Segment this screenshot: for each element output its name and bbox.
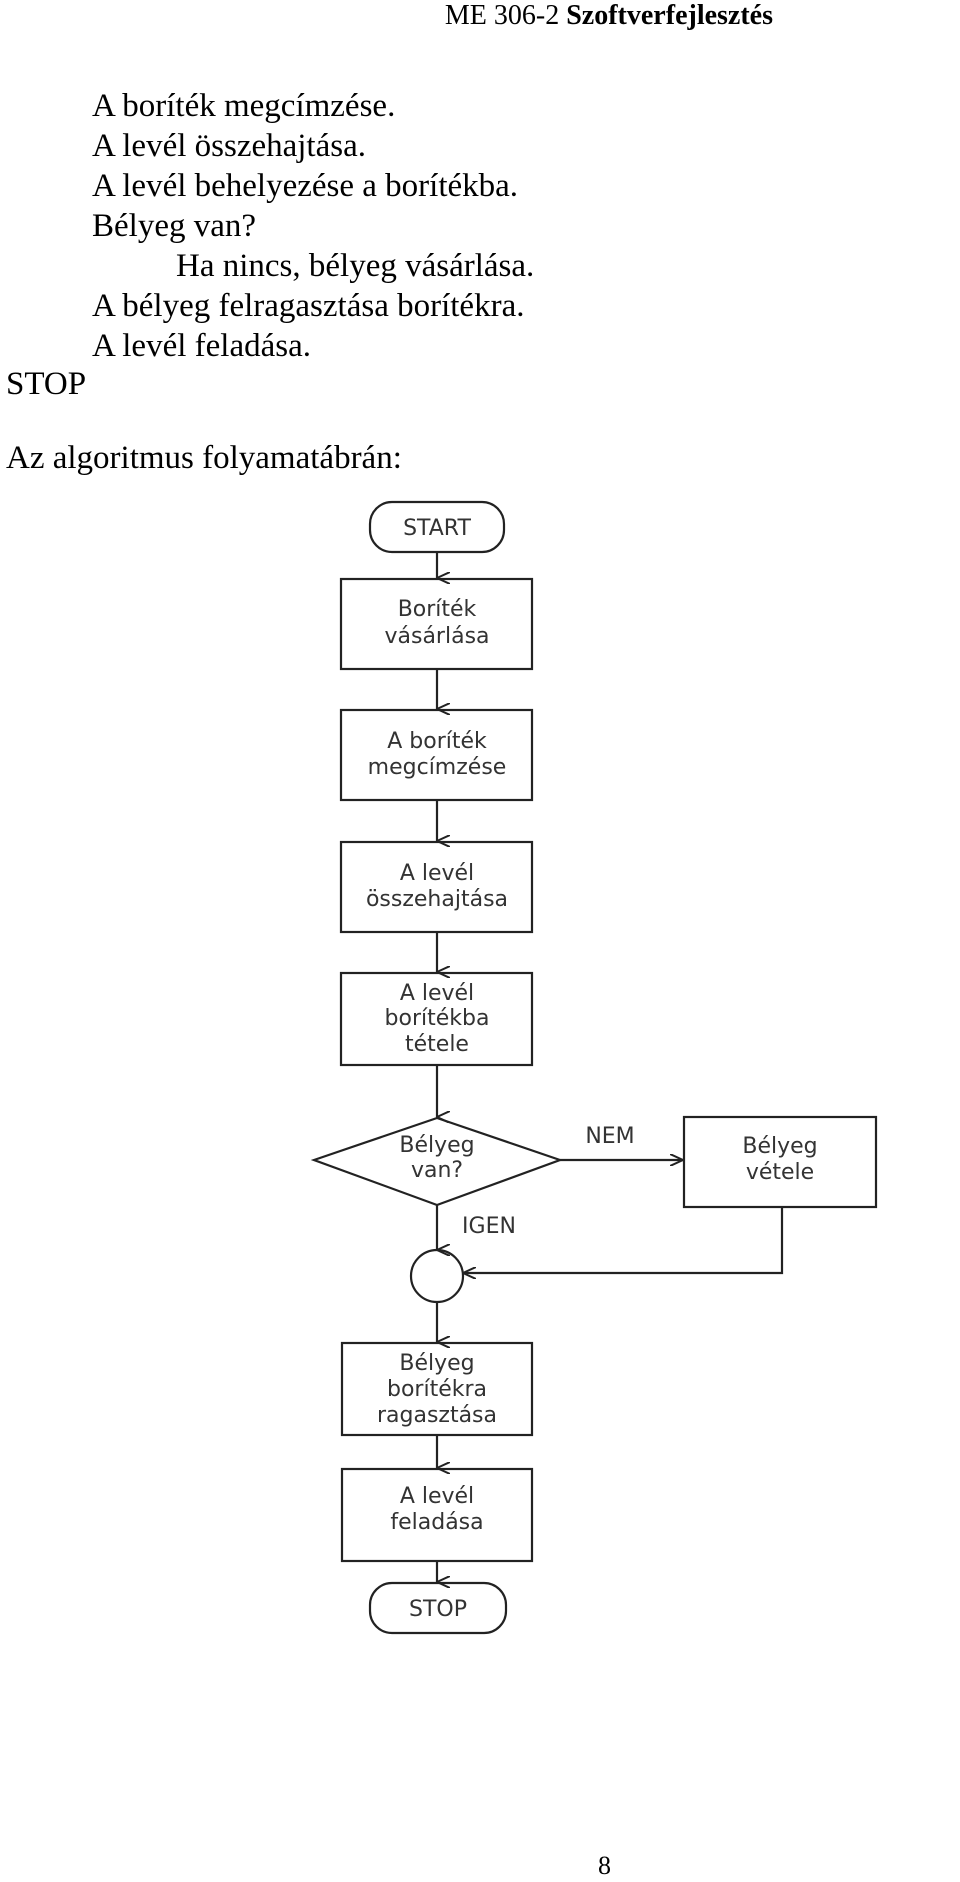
no-label: NEM (585, 1124, 634, 1149)
stop-label: STOP (409, 1597, 467, 1622)
insert-label: A levél (400, 981, 474, 1006)
stick-stamp-label: borítékra (387, 1377, 487, 1402)
insert-label: borítékba (385, 1006, 490, 1031)
send-label: A levél (400, 1484, 474, 1509)
algorithm-line: A levél összehajtása. (92, 128, 366, 164)
send-label: feladása (390, 1510, 483, 1535)
page-header: ME 306-2 Szoftverfejlesztés (445, 0, 773, 32)
decision-label: Bélyeg (399, 1133, 474, 1158)
page-number: 8 (598, 1851, 611, 1880)
start-label: START (403, 516, 471, 541)
junction-circle (409, 1248, 465, 1304)
connector-return (463, 1207, 784, 1273)
algorithm-line: Bélyeg van? (92, 208, 257, 244)
algorithm-line: Ha nincs, bélyeg vásárlása. (176, 248, 535, 284)
stick-stamp-label: ragasztása (377, 1403, 497, 1428)
flowchart-intro: Az algoritmus folyamatábrán: (6, 440, 402, 476)
fold-label: összehajtása (366, 887, 508, 912)
stop-terminal (368, 1581, 508, 1635)
buy-envelope-label: Boríték (398, 597, 477, 622)
algorithm-line: A boríték megcímzése. (92, 88, 396, 124)
buy-envelope-label: vásárlása (384, 624, 489, 649)
course-subject: Szoftverfejlesztés (566, 0, 773, 31)
stick-stamp-label: Bélyeg (399, 1351, 474, 1376)
algorithm-line: A levél feladása. (92, 328, 311, 364)
algorithm-line: A levél behelyezése a borítékba. (92, 168, 519, 204)
decision-label: van? (411, 1158, 463, 1183)
process-buy-stamp (682, 1115, 878, 1209)
course-code: ME 306-2 (444, 0, 560, 31)
buy-stamp-label: Bélyeg (742, 1134, 817, 1159)
algorithm-line: STOP (6, 366, 87, 402)
address-label: A boríték (387, 729, 487, 754)
buy-stamp-label: vétele (746, 1160, 814, 1185)
address-label: megcímzése (368, 755, 507, 780)
algorithm-line: A bélyeg felragasztása borítékra. (92, 288, 525, 324)
fold-label: A levél (400, 861, 474, 886)
insert-label: tétele (405, 1032, 469, 1057)
yes-label: IGEN (462, 1214, 516, 1239)
